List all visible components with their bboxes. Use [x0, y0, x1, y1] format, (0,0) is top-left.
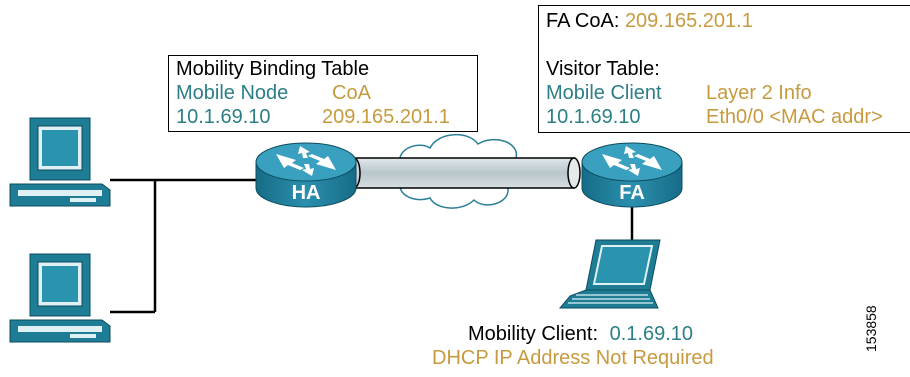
binding-col2-value: 209.165.201.1: [322, 106, 450, 128]
binding-col1-value: 10.1.69.10: [176, 106, 271, 128]
ha-label: HA: [292, 182, 321, 204]
binding-col1-header: Mobile Node: [176, 82, 289, 104]
visitor-col2-value: Eth0/0 <MAC addr>: [706, 106, 883, 128]
desktop-computer-icon[interactable]: [9, 253, 111, 343]
visitor-table-title: Visitor Table:: [546, 58, 660, 80]
laptop-icon[interactable]: [558, 239, 661, 309]
visitor-col2-header: Layer 2 Info: [706, 82, 812, 104]
client-caption: Mobility Client: 0.1.69.10: [468, 322, 693, 346]
router-icon[interactable]: FA: [581, 142, 683, 208]
fa-coa-row: FA CoA: 209.165.201.1: [546, 9, 753, 33]
client-note: DHCP IP Address Not Required: [432, 347, 714, 369]
lan-links: [110, 178, 634, 314]
binding-table-title: Mobility Binding Table: [176, 58, 370, 80]
visitor-table: [538, 5, 910, 133]
tunnel-icon: [347, 157, 581, 189]
mobility-binding-table: [168, 55, 478, 132]
fa-label: FA: [619, 182, 645, 204]
visitor-col1-header: Mobile Client: [546, 82, 662, 104]
binding-col2-header: CoA: [332, 82, 371, 104]
desktop-computer-icon[interactable]: [9, 117, 111, 207]
figure-id: 153858: [863, 305, 879, 352]
fa-coa-label: FA CoA:: [546, 10, 620, 32]
client-ip: 0.1.69.10: [609, 323, 694, 345]
router-icon[interactable]: HA: [255, 142, 357, 208]
fa-coa-value: 209.165.201.1: [624, 10, 753, 32]
visitor-col1-value: 10.1.69.10: [546, 106, 641, 128]
client-label: Mobility Client:: [468, 323, 599, 345]
